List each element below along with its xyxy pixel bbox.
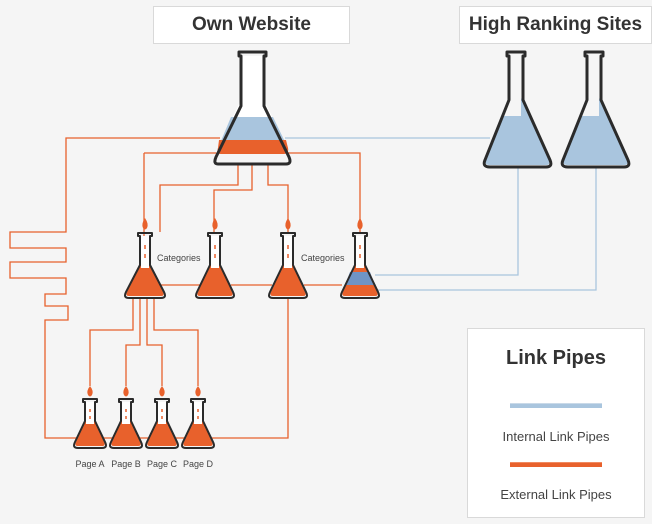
- legend-panel: Link Pipes Internal Link Pipes External …: [467, 328, 645, 518]
- pipe-left-loop: [9, 137, 220, 439]
- page-label-d: Page D: [183, 459, 214, 469]
- categories-label-left: Categories: [157, 253, 201, 263]
- page-label-b: Page B: [111, 459, 141, 469]
- internal-pipe-label: Internal Link Pipes: [502, 429, 610, 444]
- own-website-title: Own Website: [153, 6, 350, 44]
- flame-icon: [212, 218, 218, 230]
- pipe-own-to-cat: [143, 152, 361, 242]
- page-flask-b-icon: [109, 398, 143, 449]
- flame-icon: [87, 386, 93, 397]
- page-label-a: Page A: [75, 459, 104, 469]
- legend-title: Link Pipes: [505, 347, 607, 369]
- external-pipe-sample: [510, 462, 602, 467]
- pipe-cat-to-pages: [89, 298, 199, 386]
- own-website-flask-icon: [213, 50, 292, 166]
- category-flask-2-icon: [195, 232, 235, 299]
- high-ranking-flask-2-icon: [560, 50, 631, 169]
- flame-icon: [159, 386, 165, 397]
- high-ranking-sites-title: High Ranking Sites: [459, 6, 652, 44]
- internal-link-pipes: [285, 137, 597, 291]
- external-pipe-label: External Link Pipes: [500, 487, 612, 502]
- categories-label-right: Categories: [301, 253, 345, 263]
- flame-icon: [142, 218, 148, 230]
- external-link-pipes: [9, 137, 361, 439]
- category-flask-1-icon: [124, 232, 166, 299]
- category-flask-4-icon: [340, 232, 380, 299]
- flame-icon: [285, 218, 291, 230]
- page-flask-a-icon: [73, 398, 107, 449]
- page-label-c: Page C: [147, 459, 178, 469]
- internal-pipe-hr2: [375, 168, 597, 291]
- internal-pipe-sample: [510, 403, 602, 408]
- flame-icon: [195, 386, 201, 397]
- page-flask-c-icon: [145, 398, 179, 449]
- flame-icon: [357, 218, 363, 230]
- high-ranking-flask-1-icon: [482, 50, 553, 169]
- pipe-cat3-to-pageD: [212, 298, 289, 439]
- page-flask-d-icon: [181, 398, 215, 449]
- flame-icon: [123, 386, 129, 397]
- category-flask-3-icon: [268, 232, 308, 299]
- internal-pipe-hr1: [375, 168, 519, 276]
